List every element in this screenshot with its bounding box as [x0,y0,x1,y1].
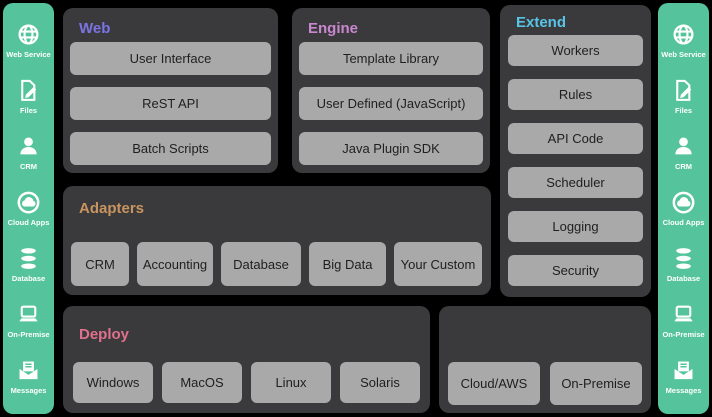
mail-icon [674,361,693,380]
sidebar-item-label: Cloud Apps [662,218,705,227]
database-icon [676,248,691,269]
sidebar-item-label: Files [19,106,38,115]
sidebar-item-label: Web Service [6,50,51,59]
panel-web-title: Web [79,20,111,37]
sidebar-item-files[interactable]: Files [16,78,41,115]
laptop-icon [19,305,38,322]
sidebar-item-label: Cloud Apps [7,218,50,227]
block-scheduler[interactable]: Scheduler [508,167,643,198]
block-logging[interactable]: Logging [508,211,643,242]
panel-extend-title: Extend [516,14,567,31]
block-security[interactable]: Security [508,255,643,286]
right-sidebar: Web Service Files CRM Cloud Apps [658,3,709,414]
person-icon [20,137,37,155]
sidebar-item-label: Database [11,274,46,283]
panel-targets-blocks: Cloud/AWS On-Premise [439,362,651,405]
panel-web: Web User Interface ReST API Batch Script… [63,8,278,173]
mail-icon [19,361,38,380]
block-batch-scripts[interactable]: Batch Scripts [70,132,271,165]
block-rules[interactable]: Rules [508,79,643,110]
sidebar-item-on-premise[interactable]: On-Premise [7,302,50,339]
file-edit-icon [676,79,692,101]
block-cloud-aws[interactable]: Cloud/AWS [448,362,540,405]
panel-engine-title: Engine [308,20,359,37]
block-linux[interactable]: Linux [251,362,331,403]
block-api-code[interactable]: API Code [508,123,643,154]
sidebar-item-label: Web Service [661,50,706,59]
panel-deploy-title: Deploy [79,326,130,343]
block-database[interactable]: Database [221,242,301,286]
sidebar-item-cloud-apps[interactable]: Cloud Apps [662,190,705,227]
sidebar-item-messages[interactable]: Messages [10,358,47,395]
panel-engine-blocks: Template Library User Defined (JavaScrip… [292,37,490,165]
sidebar-item-label: CRM [674,162,693,171]
block-workers[interactable]: Workers [508,35,643,66]
sidebar-item-files[interactable]: Files [671,78,696,115]
block-your-custom[interactable]: Your Custom [394,242,482,286]
sidebar-item-messages[interactable]: Messages [665,358,702,395]
sidebar-item-crm[interactable]: CRM [671,134,696,171]
file-edit-icon [21,79,37,101]
block-macos[interactable]: MacOS [162,362,242,403]
block-accounting[interactable]: Accounting [137,242,213,286]
sidebar-item-label: Database [666,274,701,283]
laptop-icon [674,305,693,322]
block-user-interface[interactable]: User Interface [70,42,271,75]
sidebar-item-label: On-Premise [662,330,705,339]
block-big-data[interactable]: Big Data [309,242,386,286]
block-java-plugin-sdk[interactable]: Java Plugin SDK [299,132,483,165]
panel-extend-blocks: Workers Rules API Code Scheduler Logging… [500,31,651,286]
panel-engine: Engine Template Library User Defined (Ja… [292,8,490,173]
sidebar-item-label: Messages [665,386,702,395]
left-sidebar: Web Service Files CRM Cloud Apps [3,3,54,414]
block-user-defined-javascript[interactable]: User Defined (JavaScript) [299,87,483,120]
sidebar-item-cloud-apps[interactable]: Cloud Apps [7,190,50,227]
globe-icon [673,24,694,45]
panel-adapters: Adapters CRM Accounting Database Big Dat… [63,186,491,295]
sidebar-item-web-service[interactable]: Web Service [6,22,51,59]
block-solaris[interactable]: Solaris [340,362,420,403]
cloud-icon [672,191,695,214]
panel-deploy: Deploy Windows MacOS Linux Solaris [63,306,430,413]
sidebar-item-label: CRM [19,162,38,171]
block-windows[interactable]: Windows [73,362,153,403]
block-crm[interactable]: CRM [71,242,129,286]
panel-adapters-title: Adapters [79,200,145,217]
sidebar-item-label: Files [674,106,693,115]
person-icon [675,137,692,155]
sidebar-item-web-service[interactable]: Web Service [661,22,706,59]
panel-adapters-blocks: CRM Accounting Database Big Data Your Cu… [63,242,491,286]
database-icon [21,248,36,269]
panel-deploy-blocks: Windows MacOS Linux Solaris [63,362,430,403]
panel-deploy-targets: Cloud/AWS On-Premise [439,306,651,413]
block-on-premise[interactable]: On-Premise [550,362,642,405]
panel-web-blocks: User Interface ReST API Batch Scripts [63,37,278,165]
sidebar-item-crm[interactable]: CRM [16,134,41,171]
block-rest-api[interactable]: ReST API [70,87,271,120]
block-template-library[interactable]: Template Library [299,42,483,75]
sidebar-item-database[interactable]: Database [12,246,45,283]
panel-extend: Extend Workers Rules API Code Scheduler … [500,5,651,297]
sidebar-item-label: On-Premise [7,330,50,339]
cloud-icon [17,191,40,214]
sidebar-item-database[interactable]: Database [667,246,700,283]
sidebar-item-on-premise[interactable]: On-Premise [662,302,705,339]
globe-icon [18,24,39,45]
sidebar-item-label: Messages [10,386,47,395]
